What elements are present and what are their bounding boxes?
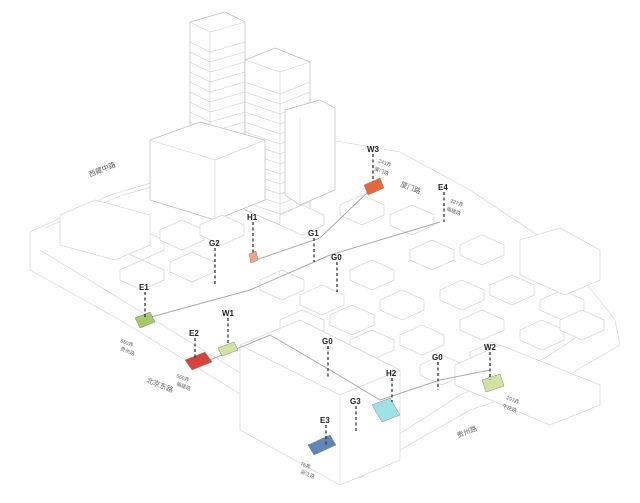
marker-w2: W2 bbox=[484, 343, 497, 352]
marker-g3: G3 bbox=[350, 397, 361, 406]
marker-h1: H1 bbox=[247, 213, 258, 222]
lane-house-roof bbox=[329, 304, 375, 336]
marker-e2: E2 bbox=[189, 329, 199, 338]
lane-house-roof bbox=[159, 219, 205, 251]
lane-house-roof bbox=[519, 319, 565, 351]
floor-line bbox=[189, 111, 246, 123]
lane-house-roof bbox=[399, 324, 445, 356]
floor-line bbox=[189, 61, 246, 73]
marker-g1: G1 bbox=[308, 229, 319, 238]
floor-line bbox=[189, 101, 246, 113]
w3-entrance bbox=[363, 177, 385, 196]
floor-line bbox=[244, 81, 311, 95]
h2-entrance bbox=[371, 397, 401, 423]
lane-house-roof bbox=[459, 234, 505, 266]
lane-house-roof bbox=[409, 239, 455, 271]
marker-e3: E3 bbox=[320, 416, 330, 425]
lane-house-roof bbox=[349, 259, 395, 291]
road-xiamen: 厦门路 bbox=[399, 180, 422, 196]
w3-address: 243弄 bbox=[377, 158, 392, 169]
lane-house-roof bbox=[279, 204, 325, 236]
highlight-blocks bbox=[134, 177, 505, 456]
lane-house-roof bbox=[299, 284, 345, 316]
e3-entrance bbox=[307, 434, 337, 456]
floor-line bbox=[189, 81, 246, 93]
high-rise-towers bbox=[149, 11, 336, 226]
marker-g0-east: G0 bbox=[432, 353, 443, 362]
e1-address: 650弄 bbox=[119, 338, 134, 349]
road-xizang: 西藏中路 bbox=[87, 160, 116, 179]
lane-house-roof bbox=[489, 274, 535, 306]
marker-g0-north: G0 bbox=[331, 253, 342, 262]
road-beijing: 北京东路 bbox=[145, 376, 174, 395]
perimeter-buildings bbox=[59, 199, 601, 486]
lane-house-roof bbox=[119, 259, 165, 291]
passages bbox=[139, 189, 491, 401]
lane-house-roof bbox=[339, 194, 385, 226]
lane-house-roof bbox=[559, 309, 605, 341]
floor-line bbox=[189, 41, 246, 53]
e4-address: 227弄 bbox=[449, 198, 464, 209]
marker-w3: W3 bbox=[367, 145, 380, 154]
marker-g0-center: G0 bbox=[322, 337, 333, 346]
floor-line bbox=[244, 91, 311, 105]
w2-entrance bbox=[481, 373, 505, 393]
lane-house-roof bbox=[169, 251, 215, 283]
floor-line bbox=[189, 71, 246, 83]
w2-address: 297弄 bbox=[505, 395, 520, 406]
floor-line bbox=[189, 91, 246, 103]
h1-entrance bbox=[248, 250, 259, 264]
floor-line bbox=[189, 51, 246, 63]
marker-w1: W1 bbox=[222, 309, 235, 318]
e2-entrance bbox=[184, 351, 213, 371]
marker-h2: H2 bbox=[386, 369, 397, 378]
road-guizhou: 贵州路 bbox=[455, 424, 478, 440]
lane-house-roof bbox=[439, 279, 485, 311]
marker-stems bbox=[144, 154, 491, 445]
lane-house-roof bbox=[259, 269, 305, 301]
lane-house-roof bbox=[459, 309, 505, 341]
e3-address: 76弄 bbox=[299, 461, 311, 471]
marker-e4: E4 bbox=[438, 183, 448, 192]
lane-house-roof bbox=[199, 214, 245, 246]
e2-address: 560弄 bbox=[175, 373, 190, 384]
marker-g2: G2 bbox=[209, 239, 220, 248]
w1-entrance bbox=[217, 341, 239, 357]
lane-house-roof bbox=[379, 289, 425, 321]
marker-e1: E1 bbox=[139, 283, 149, 292]
